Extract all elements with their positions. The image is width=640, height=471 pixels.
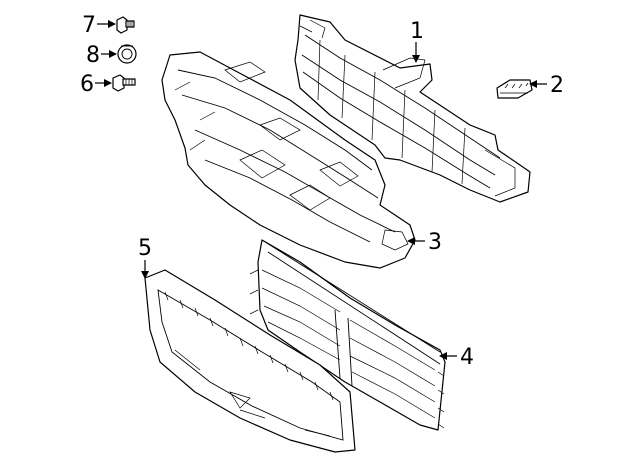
callout-1: 1	[410, 19, 424, 44]
connector-part-2	[496, 79, 533, 99]
screw-part-7	[116, 16, 135, 34]
grille-frame-part-5	[144, 269, 356, 453]
callout-3: 3	[428, 230, 442, 255]
shutter-louver-part-4	[249, 239, 446, 431]
air-deflector-part-3	[161, 51, 416, 269]
callout-7: 7	[82, 13, 96, 38]
bolt-part-6	[112, 74, 136, 92]
callout-6: 6	[80, 72, 94, 97]
shutter-frame-part-1	[294, 14, 531, 203]
callout-2: 2	[550, 73, 564, 98]
callout-4: 4	[460, 345, 474, 370]
clip-nut-part-8	[117, 44, 137, 64]
callout-8: 8	[86, 43, 100, 68]
callout-5: 5	[138, 236, 152, 261]
